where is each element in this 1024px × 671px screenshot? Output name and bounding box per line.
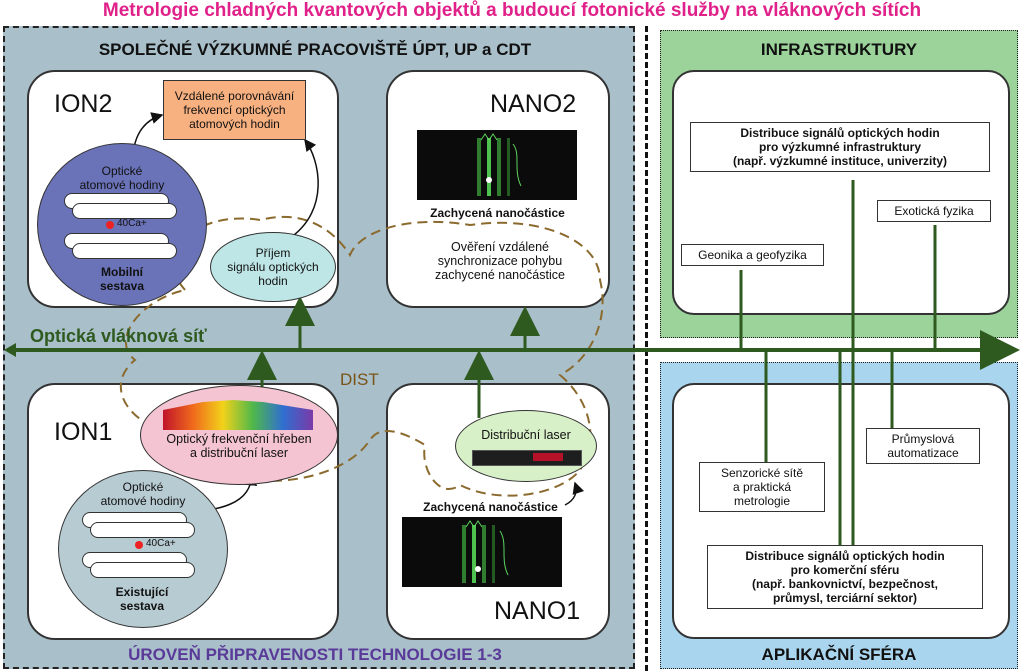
ion1-clock-label: Optické atomové hodiny (100, 480, 186, 508)
nano1-to-laser-arrow (564, 481, 585, 506)
laser-panel-icon (533, 453, 563, 461)
ion2-clock-label: Optické atomové hodiny (79, 164, 165, 192)
receive-to-compare-arrow (289, 138, 319, 239)
ion2-ca-label: 40Ca+ (117, 218, 147, 229)
lab-header: SPOLEČNÉ VÝZKUMNÉ PRACOVIŠTĚ ÚPT, UP a C… (98, 40, 532, 59)
ion1-tube-2 (90, 522, 195, 538)
ion1-ca-label: 40Ca+ (146, 538, 176, 549)
comb-node (140, 385, 338, 485)
infrastructure-card (672, 70, 1010, 315)
receive-signal-node: Příjem signálu optických hodin (210, 232, 336, 302)
ion2-ion-dot (106, 221, 114, 229)
ion1-clock-circle (58, 470, 228, 628)
ion1-set-label: Existující sestava (115, 585, 169, 613)
ion2-tube-4 (72, 243, 177, 259)
remote-compare-box: Vzdálené porovnávání frekvencí optických… (163, 80, 306, 140)
infrastructure-header: INFRASTRUKTURY (760, 40, 918, 59)
ion1-title: ION1 (54, 418, 113, 446)
commercial-distribution-box: Distribuce signálů optických hodin pro k… (707, 545, 983, 609)
trl-label: ÚROVEŇ PŘIPRAVENOSTI TECHNOLOGIE 1-3 (128, 645, 502, 664)
exotic-physics-box: Exotická fyzika (877, 200, 991, 222)
page-title: Metrologie chladných kvantových objektů … (102, 0, 922, 21)
nano2-fringes-icon (477, 133, 522, 196)
laser-node (455, 410, 597, 482)
fiber-left-arrowhead (4, 343, 16, 357)
laser-device-icon (472, 450, 582, 466)
laser-label: Distribuční laser (481, 428, 571, 442)
nano1-caption: Zachycená nanočástice (423, 500, 558, 514)
remote-compare-label: Vzdálené porovnávání frekvencí optických… (174, 89, 295, 131)
ion1-ion-dot (135, 541, 143, 549)
application-header: APLIKAČNÍ SFÉRA (761, 645, 917, 664)
ion1-tube-4 (90, 562, 195, 578)
ion2-tube-2 (72, 203, 177, 219)
ion2-clock-circle (37, 143, 207, 306)
nano2-title: NANO2 (490, 90, 577, 118)
dist-outline (119, 215, 604, 497)
nano2-particle-image (417, 130, 577, 200)
ion2-title: ION2 (54, 90, 113, 118)
industrial-automation-box: Průmyslová automatizace (866, 428, 980, 464)
nano1-particle-image (402, 517, 562, 587)
dist-label: DIST (340, 370, 379, 389)
nano1-title: NANO1 (494, 597, 581, 625)
nano2-caption: Zachycená nanočástice (430, 206, 565, 220)
comb-label: Optický frekvenční hřeben a distribuční … (166, 432, 312, 460)
fiber-network-label: Optická vláknová síť (30, 326, 207, 346)
sensor-networks-box: Senzorické sítě a praktická metrologie (699, 462, 825, 512)
ion2-set-label: Mobilní sestava (99, 265, 145, 293)
frequency-comb-icon (163, 400, 313, 430)
research-infra-box: Distribuce signálů optických hodin pro v… (690, 122, 990, 172)
nano1-fringes-icon (462, 520, 509, 583)
nano2-verify-label: Ověření vzdálené synchronizace pohybu za… (435, 240, 565, 282)
geonics-box: Geonika a geofyzika (681, 244, 824, 266)
